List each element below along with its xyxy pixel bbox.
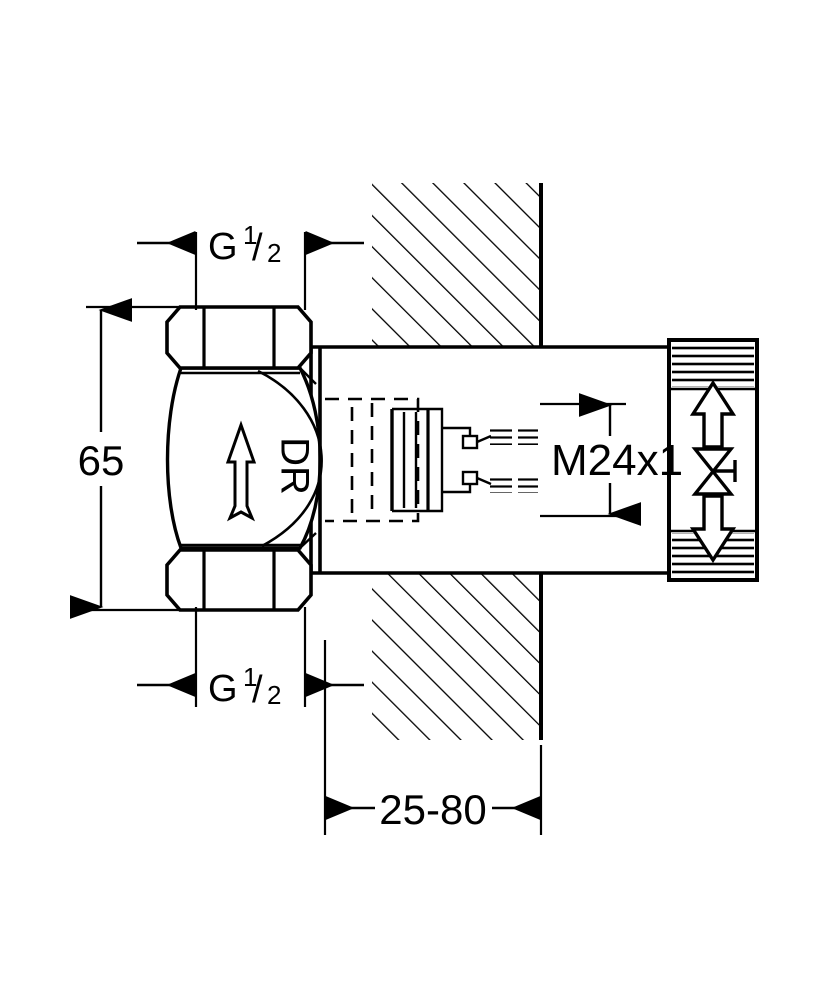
dimension-label-g-half-bottom-denominator: 2: [267, 680, 281, 710]
dimension-spindle-thread: M24x1: [540, 393, 683, 526]
fraction-slash-top: /: [252, 227, 263, 269]
dimension-label-g-half-bottom-numerator: 1: [243, 662, 257, 692]
body-marking-dr: DR: [272, 437, 316, 495]
hidden-detail-lines: [325, 397, 420, 523]
spindle-detail: [390, 407, 538, 513]
hex-nut-top: [165, 305, 313, 370]
flow-direction-arrow-icon: [225, 420, 257, 522]
dimension-label-m24x1: M24x1: [551, 436, 683, 485]
dimension-label-g-half-top-numerator: 1: [243, 220, 257, 250]
dimension-label-65: 65: [78, 437, 125, 484]
cartridge-arrow-down-icon: [689, 494, 737, 564]
dimension-label-25-80: 25-80: [379, 786, 486, 833]
dimension-label-g-half-top-denominator: 2: [267, 238, 281, 268]
dimension-height-65: 65: [69, 298, 200, 619]
hex-nut-bottom: [165, 548, 313, 612]
fraction-slash-bottom: /: [252, 669, 263, 711]
cartridge-arrow-up-icon: [689, 379, 737, 449]
dimension-thread-bottom: G 1 / 2: [137, 607, 364, 711]
valve-bowtie-icon: [691, 447, 737, 496]
dimension-wall-depth: 25-80: [323, 640, 543, 835]
cartridge-unit: [667, 338, 759, 582]
cartridge-top-hatch: [672, 343, 754, 387]
dimension-thread-top: G 1 / 2: [137, 220, 364, 310]
dimension-label-g-half-bottom: G: [208, 668, 238, 710]
dimension-label-g-half-top: G: [208, 226, 238, 268]
